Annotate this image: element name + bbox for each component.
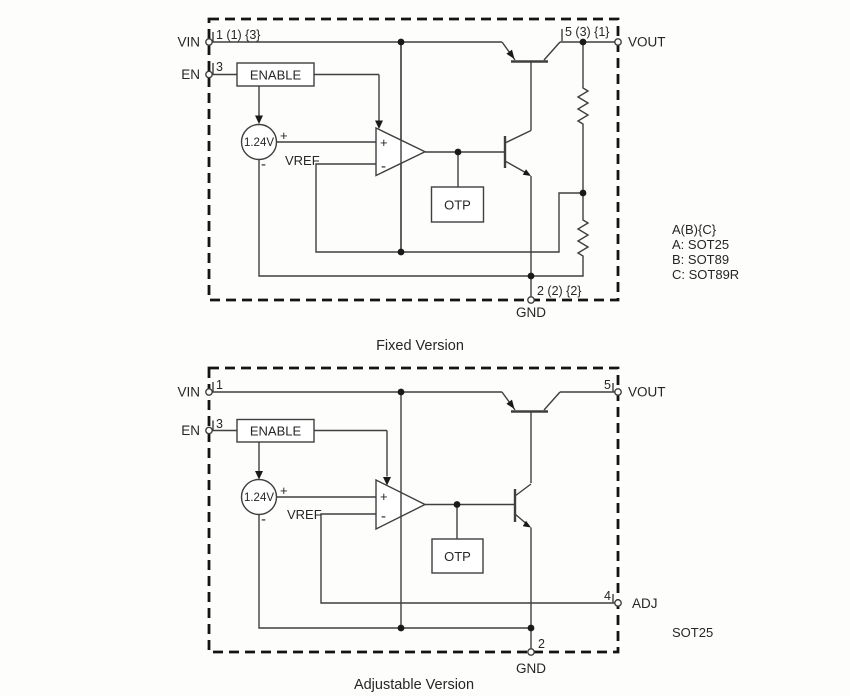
package-legend: A(B){C} A: SOT25 B: SOT89 C: SOT89R <box>672 222 739 282</box>
adjustable-otp-block <box>431 538 484 574</box>
adjustable-dashed-boundary <box>207 366 620 654</box>
adjustable-otp-label: OTP <box>444 549 471 564</box>
fixed-vref-value: 1.24V <box>244 137 274 149</box>
legend-c: C: SOT89R <box>672 267 739 282</box>
fixed-arrow-to-opamp <box>375 120 383 129</box>
fixed-vin-label: VIN <box>177 35 200 50</box>
adjustable-pin-adj <box>614 599 622 607</box>
fixed-resistor-lower <box>531 193 590 277</box>
legend-b: B: SOT89 <box>672 252 729 267</box>
adjustable-opamp-minus: - <box>381 508 386 525</box>
fixed-arrow-to-vref <box>255 115 263 124</box>
fixed-driver-transistor-npn <box>503 129 532 176</box>
fixed-vout-number: 5 (3) {1} <box>565 25 609 39</box>
fixed-ref-plus: + <box>280 128 288 143</box>
legend-a: A: SOT25 <box>672 237 729 252</box>
fixed-vref-source: 1.24V + - VREF <box>240 123 320 173</box>
adjustable-pin-en <box>205 426 213 435</box>
fixed-pin-vout <box>614 38 622 46</box>
fixed-pin-en <box>205 70 213 79</box>
adjustable-arrow-to-vref <box>255 471 263 480</box>
adjustable-junction-dots <box>397 388 535 632</box>
adjustable-wires <box>212 382 615 649</box>
adjustable-vref-label: VREF <box>287 507 322 522</box>
fixed-gnd-number: 2 (2) {2} <box>537 284 581 298</box>
adjustable-opamp-plus: + <box>380 489 388 504</box>
fixed-gnd-label: GND <box>516 305 546 320</box>
fixed-ref-minus: - <box>261 156 266 173</box>
fixed-wires <box>212 29 615 297</box>
fixed-vout-label: VOUT <box>628 35 666 50</box>
adjustable-caption: Adjustable Version <box>354 677 474 693</box>
adjustable-en-label: EN <box>181 423 200 438</box>
adjustable-version-diagram: ENABLE 1.24V + - VREF + - OTP <box>177 366 666 693</box>
adjustable-en-number: 3 <box>216 417 223 431</box>
adjustable-enable-label: ENABLE <box>250 424 302 439</box>
adjustable-enable-block <box>236 418 315 443</box>
adjustable-pass-transistor-pnp <box>501 391 561 413</box>
fixed-otp-block <box>430 186 485 223</box>
adjustable-pin-vin <box>205 388 213 396</box>
adjustable-vref-source: 1.24V + - VREF <box>240 478 322 528</box>
fixed-opamp-minus: - <box>381 158 386 175</box>
fixed-en-number: 3 <box>216 60 223 74</box>
adjustable-adj-number: 4 <box>604 589 611 603</box>
adjustable-ref-minus: - <box>261 511 266 528</box>
fixed-enable-block <box>236 62 315 87</box>
legend-code: A(B){C} <box>672 222 717 237</box>
adjustable-vout-number: 5 <box>604 378 611 392</box>
fixed-dashed-boundary <box>207 17 620 302</box>
adjustable-gnd-label: GND <box>516 661 546 676</box>
fixed-pin-gnd <box>527 296 535 304</box>
fixed-version-diagram: ENABLE 1.24V + - VREF + - OTP <box>177 17 666 354</box>
fixed-en-label: EN <box>181 67 200 82</box>
fixed-resistor-upper <box>576 42 590 193</box>
adjustable-vref-value: 1.24V <box>244 492 274 504</box>
adjustable-driver-transistor-npn <box>513 483 532 528</box>
adjustable-vin-number: 1 <box>216 378 223 392</box>
fixed-pin-vin <box>205 38 213 46</box>
fixed-enable-label: ENABLE <box>250 68 302 83</box>
fixed-vin-number: 1 (1) {3} <box>216 28 260 42</box>
fixed-junction-dots <box>397 38 587 280</box>
fixed-caption: Fixed Version <box>376 338 464 354</box>
adjustable-adj-label: ADJ <box>632 596 658 611</box>
fixed-pass-transistor-pnp <box>501 41 561 63</box>
adjustable-arrow-to-opamp <box>383 477 391 486</box>
fixed-opamp-plus: + <box>380 135 388 150</box>
adjustable-gnd-number: 2 <box>538 637 545 651</box>
adjustable-vin-label: VIN <box>177 385 200 400</box>
fixed-otp-label: OTP <box>444 198 471 213</box>
adjustable-vout-label: VOUT <box>628 385 666 400</box>
adjustable-package-note: SOT25 <box>672 625 713 640</box>
fixed-vref-label: VREF <box>285 153 320 168</box>
adjustable-ref-plus: + <box>280 483 288 498</box>
adjustable-pin-vout <box>614 388 622 396</box>
adjustable-pin-gnd <box>527 648 535 656</box>
